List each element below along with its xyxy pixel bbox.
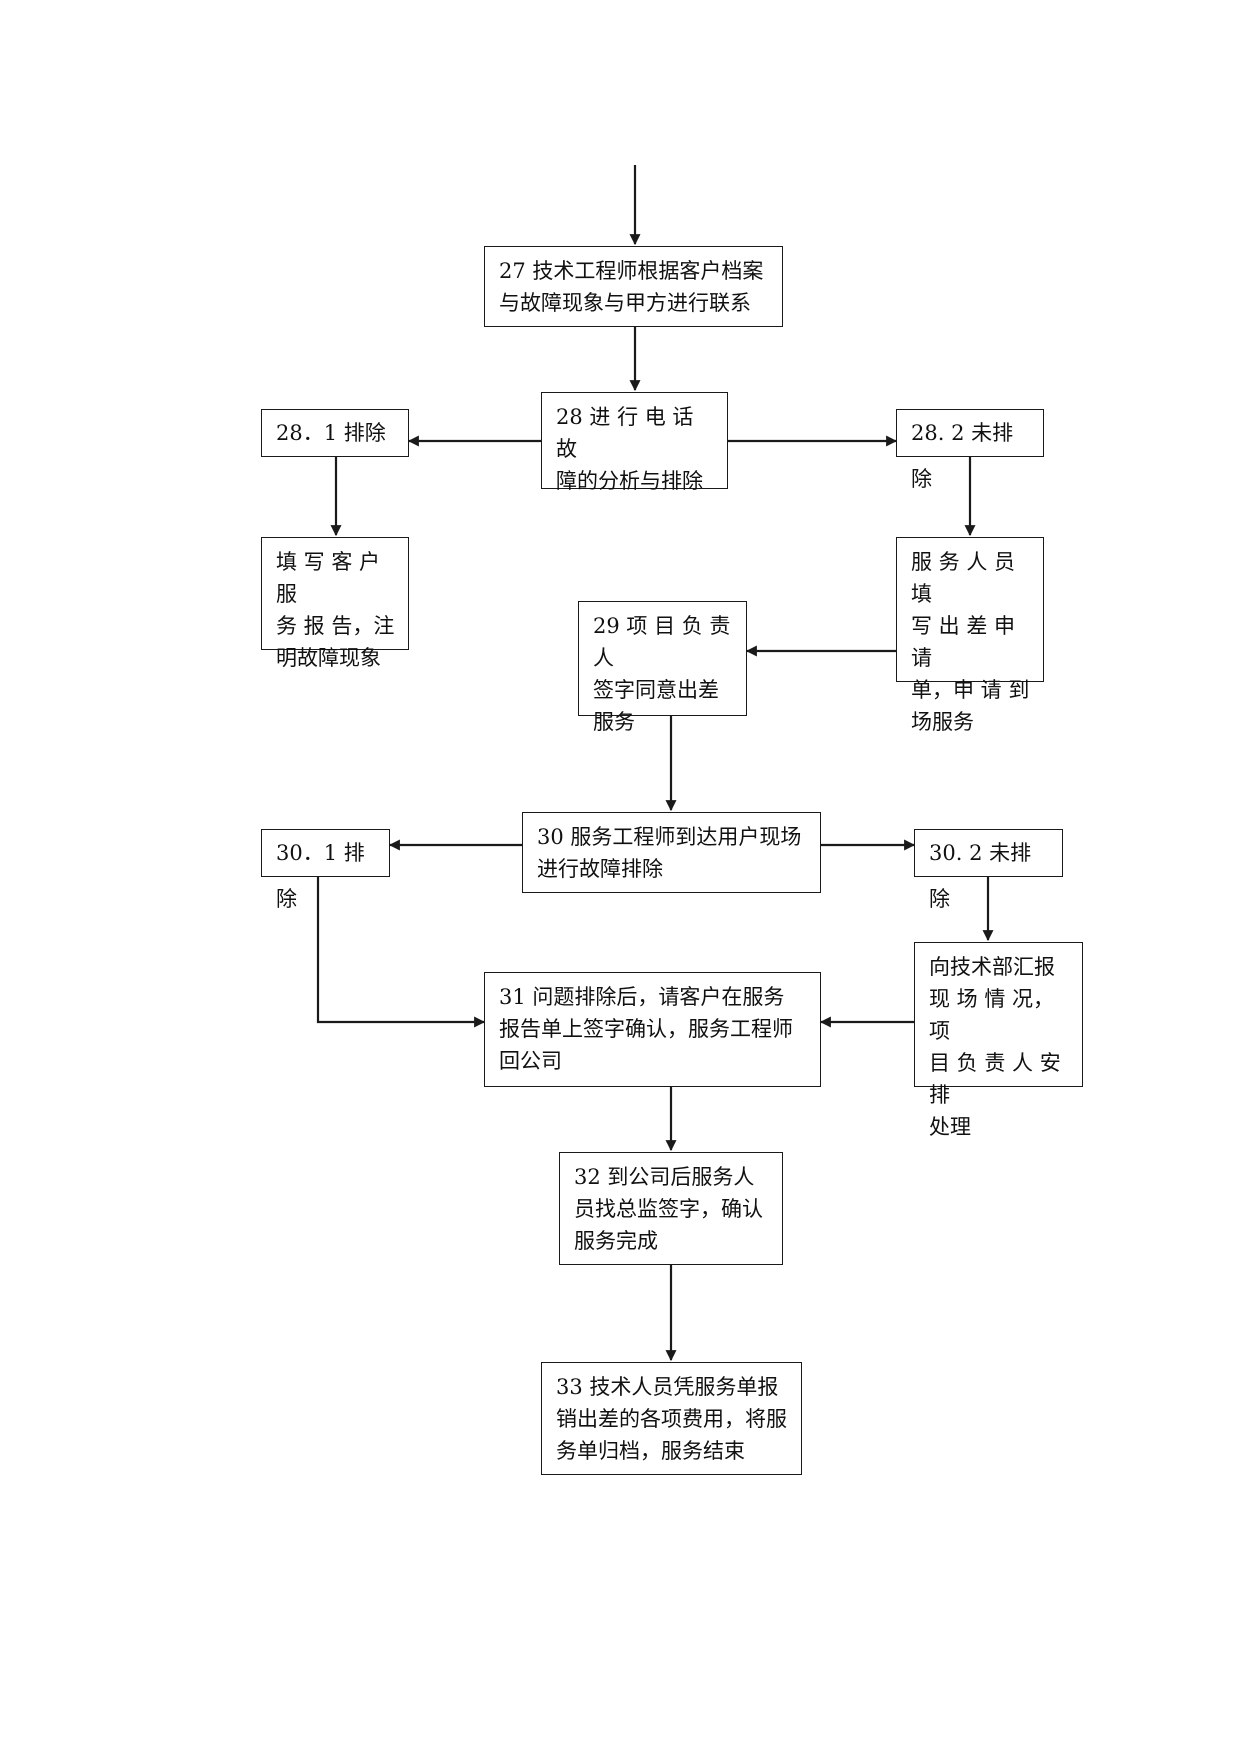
step-30-2-unresolved: 30. 2 未排除 — [914, 829, 1063, 911]
step-30-onsite-troubleshooting: 30 服务工程师到达用户现场 进行故障排除 — [522, 812, 821, 893]
arrow-30-1-to-31 — [316, 877, 486, 1028]
step-33-expense-reimbursement: 33 技术人员凭服务单报 销出差的各项费用，将服 务单归档，服务结束 — [541, 1362, 802, 1475]
step-27-contact-client: 27 技术工程师根据客户档案 与故障现象与甲方进行联系 — [484, 246, 783, 327]
step-28-phone-troubleshooting: 28 进 行 电 话 故 障的分析与排除 — [541, 392, 728, 493]
step-30-1-resolved: 30．1 排除 — [261, 829, 390, 911]
step-28-2-fill-travel-request: 服 务 人 员 填 写 出 差 申 请 单，申 请 到 场服务 — [896, 537, 1044, 734]
step-28-1-fill-service-report: 填 写 客 户 服 务 报 告，注 明故障现象 — [261, 537, 409, 670]
step-32-director-signoff: 32 到公司后服务人 员找总监签字，确认 服务完成 — [559, 1152, 783, 1265]
step-31-client-signs-report: 31 问题排除后，请客户在服务 报告单上签字确认，服务工程师 回公司 — [484, 972, 821, 1087]
step-28-1-resolved: 28．1 排除 — [261, 409, 409, 457]
step-29-project-lead-approval: 29 项 目 负 责 人 签字同意出差 服务 — [578, 601, 747, 734]
step-28-2-unresolved: 28. 2 未排除 — [896, 409, 1044, 491]
step-30-2-report-to-tech-dept: 向技术部汇报 现 场 情 况，项 目 负 责 人 安 排 处理 — [914, 942, 1083, 1139]
